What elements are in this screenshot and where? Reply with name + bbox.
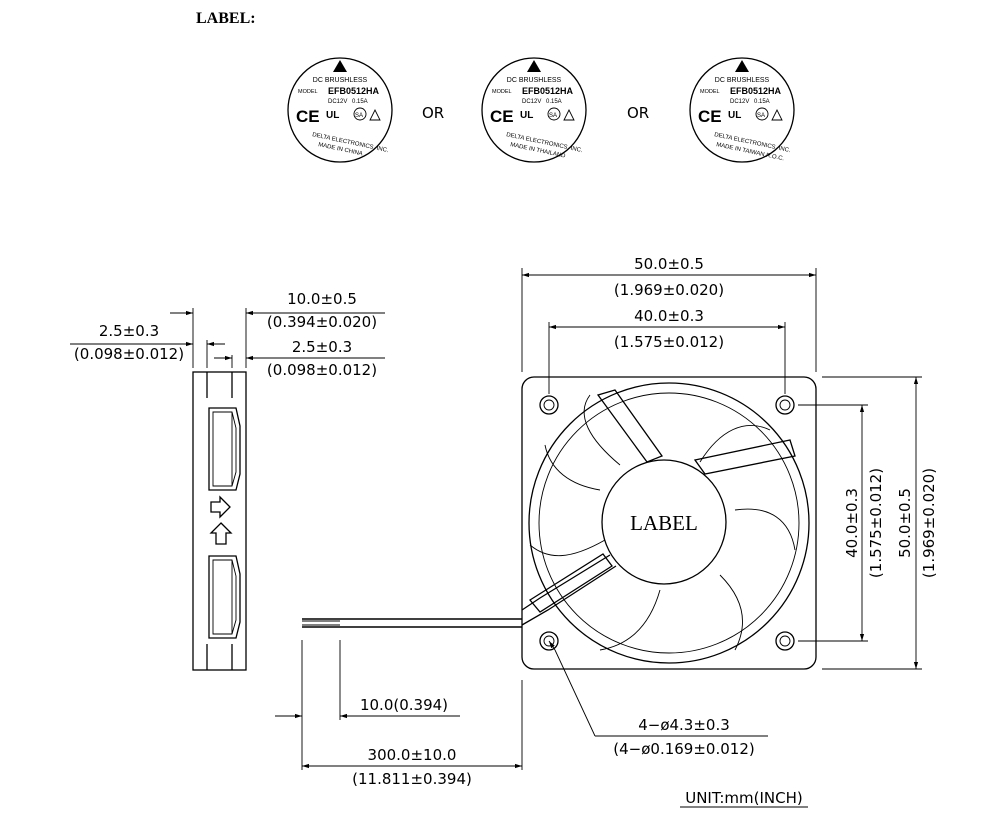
- label-variant-1: DC BRUSHLESS MODEL EFB0512HA DC12V 0.15A…: [287, 57, 393, 163]
- label-variant-3: DC BRUSHLESS MODEL EFB0512HA DC12V 0.15A…: [689, 57, 795, 163]
- side-blade-slot-upper: [208, 407, 241, 491]
- side-view: [192, 371, 247, 671]
- side-left-flange-dim-in: (0.098±0.012): [74, 345, 184, 363]
- side-blade-slot-lower: [208, 555, 241, 639]
- label-variant-2: DC BRUSHLESS MODEL EFB0512HA DC12V 0.15A…: [481, 57, 587, 163]
- or-text-1: OR: [422, 104, 444, 122]
- delta-logo-icon: [333, 60, 347, 72]
- airflow-direction-arrow-icon: [210, 495, 231, 519]
- fan-opening: [528, 382, 810, 664]
- side-right-flange-dim: 2.5±0.3: [292, 338, 352, 356]
- mount-hole-bottom-left: [539, 631, 559, 651]
- fan-hub: [601, 459, 727, 585]
- label-model-word: MODEL: [298, 89, 318, 95]
- tuv-mark-icon: [771, 108, 783, 121]
- side-thickness-dim-in: (0.394±0.020): [267, 313, 377, 331]
- csa-mark: SA: [757, 113, 765, 119]
- hole-spacing-dim-in: (1.575±0.012): [614, 333, 724, 351]
- side-right-flange-dim-in: (0.098±0.012): [267, 361, 377, 379]
- frame-width-dim: 50.0±0.5: [634, 255, 704, 273]
- frame-spoke: [596, 389, 664, 463]
- fan-blade: [529, 539, 606, 557]
- label-rating-v: DC12V: [730, 99, 749, 105]
- label-rating-a: 0.15A: [546, 99, 562, 105]
- fan-frame-outline: [521, 376, 817, 670]
- frame-width-dim-in: (1.969±0.020): [614, 281, 724, 299]
- lead-wires: 10.0(0.394) 300.0±10.0 (11.811±0.394): [275, 618, 523, 788]
- rotation-direction-arrow-icon: [209, 522, 233, 545]
- ul-mark: UL: [520, 110, 533, 121]
- side-thickness-dim: 10.0±0.5: [287, 290, 357, 308]
- frame-height-dim: 50.0±0.5: [896, 488, 914, 558]
- label-rating-a: 0.15A: [754, 99, 770, 105]
- frame-height-dim-in: (1.969±0.020): [920, 468, 938, 578]
- side-dimensions: 10.0±0.5 (0.394±0.020) 2.5±0.3 (0.098±0.…: [70, 290, 385, 379]
- label-model: EFB0512HA: [730, 86, 782, 96]
- mount-hole-top-left: [539, 395, 559, 415]
- ul-mark: UL: [728, 110, 741, 121]
- strip-length-dim: 10.0(0.394): [360, 696, 448, 714]
- wire-channel: [521, 554, 611, 611]
- label-section-title: LABEL:: [196, 10, 256, 27]
- tuv-mark-icon: [563, 108, 575, 121]
- side-frame-outline: [192, 371, 247, 671]
- label-rating-v: DC12V: [522, 99, 541, 105]
- frame-spoke: [693, 439, 796, 475]
- mount-hole-dim-in: (4−ø0.169±0.012): [613, 740, 754, 758]
- fan-blade: [583, 394, 621, 466]
- fan-blade: [599, 589, 661, 651]
- label-line1: DC BRUSHLESS: [715, 77, 770, 84]
- label-model: EFB0512HA: [522, 86, 574, 96]
- fan-blade: [544, 444, 601, 491]
- delta-logo-icon: [527, 60, 541, 72]
- csa-mark: SA: [549, 113, 557, 119]
- ce-mark: CE: [296, 107, 320, 126]
- label-model: EFB0512HA: [328, 86, 380, 96]
- front-view: LABEL: [521, 376, 817, 670]
- label-model-word: MODEL: [492, 89, 512, 95]
- fan-blade: [734, 508, 796, 551]
- fan-blade: [719, 574, 743, 651]
- frame-spoke: [529, 553, 613, 613]
- hole-spacing-dim: 40.0±0.3: [634, 307, 704, 325]
- ul-mark: UL: [326, 110, 339, 121]
- tuv-mark-icon: [369, 108, 381, 121]
- hub-label-text: LABEL: [630, 511, 698, 535]
- ce-mark: CE: [698, 107, 722, 126]
- v-hole-spacing-dim-in: (1.575±0.012): [867, 468, 885, 578]
- v-hole-spacing-dim: 40.0±0.3: [843, 488, 861, 558]
- label-line1: DC BRUSHLESS: [507, 77, 562, 84]
- mount-hole-bottom-right: [775, 631, 795, 651]
- side-left-flange-dim: 2.5±0.3: [99, 322, 159, 340]
- label-rating-a: 0.15A: [352, 99, 368, 105]
- mount-hole-dim: 4−ø4.3±0.3: [638, 716, 730, 734]
- or-text-2: OR: [627, 104, 649, 122]
- label-rating-v: DC12V: [328, 99, 347, 105]
- delta-logo-icon: [735, 60, 749, 72]
- label-model-word: MODEL: [700, 89, 720, 95]
- lead-length-dim-in: (11.811±0.394): [352, 770, 472, 788]
- ce-mark: CE: [490, 107, 514, 126]
- csa-mark: SA: [355, 113, 363, 119]
- unit-note: UNIT:mm(INCH): [685, 789, 803, 807]
- front-dimensions: 50.0±0.5 (1.969±0.020) 40.0±0.3 (1.575±0…: [521, 255, 938, 758]
- mount-hole-top-right: [775, 395, 795, 415]
- lead-length-dim: 300.0±10.0: [368, 746, 457, 764]
- fan-blade: [699, 425, 771, 463]
- label-line1: DC BRUSHLESS: [313, 77, 368, 84]
